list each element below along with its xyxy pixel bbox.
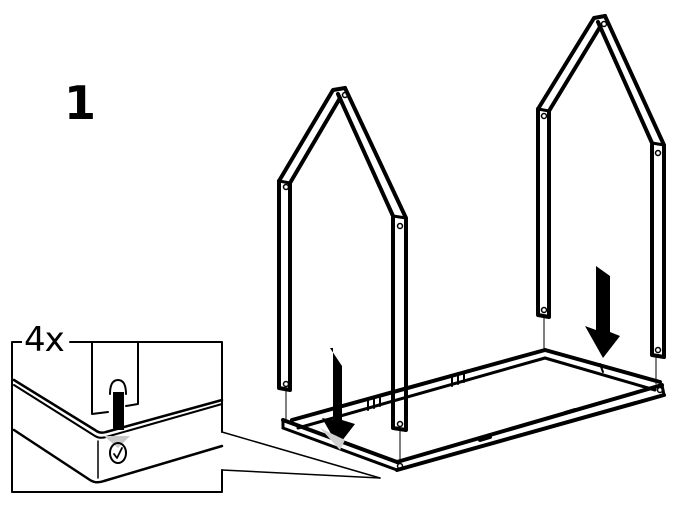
right-house-frame bbox=[536, 14, 666, 385]
step-number: 1 bbox=[64, 76, 97, 130]
down-arrow-back-shape bbox=[585, 266, 620, 358]
quantity-label: 4x bbox=[22, 320, 66, 360]
left-house-frame bbox=[277, 86, 408, 461]
detail-callout bbox=[11, 341, 381, 493]
down-arrow-front bbox=[320, 348, 355, 450]
